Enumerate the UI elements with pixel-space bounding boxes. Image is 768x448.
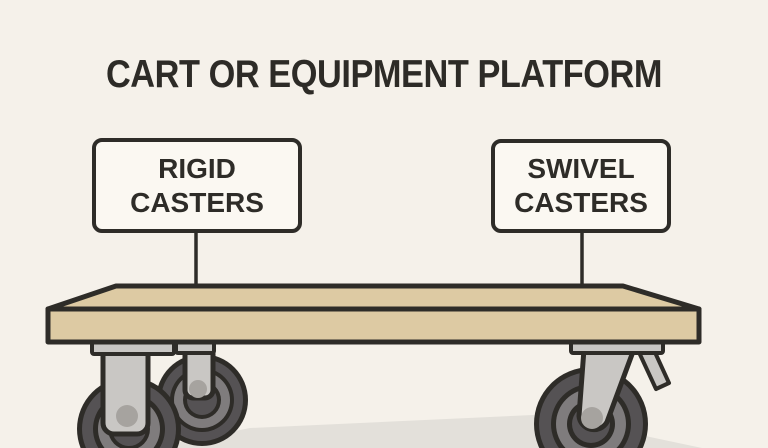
diagram-title: CART OR EQUIPMENT PLATFORM [105,53,663,96]
swivel-caster [534,338,671,448]
rigid-label-line2: CASTERS [130,186,264,218]
rigid-casters-label-box: RIGID CASTERS [92,138,302,233]
front-axle-bolt [116,405,138,427]
platform-top-surface [45,283,702,312]
rigid-label-line1: RIGID [158,152,236,184]
rear-axle-bolt [189,380,207,398]
swivel-label-line1: SWIVEL [527,153,635,184]
platform-deck [45,283,702,345]
rigid-caster-front [77,339,181,448]
swivel-axle-bolt [581,407,603,429]
swivel-label-line2: CASTERS [514,187,648,218]
swivel-casters-label-box: SWIVEL CASTERS [491,139,671,233]
platform-front-face [45,306,702,345]
